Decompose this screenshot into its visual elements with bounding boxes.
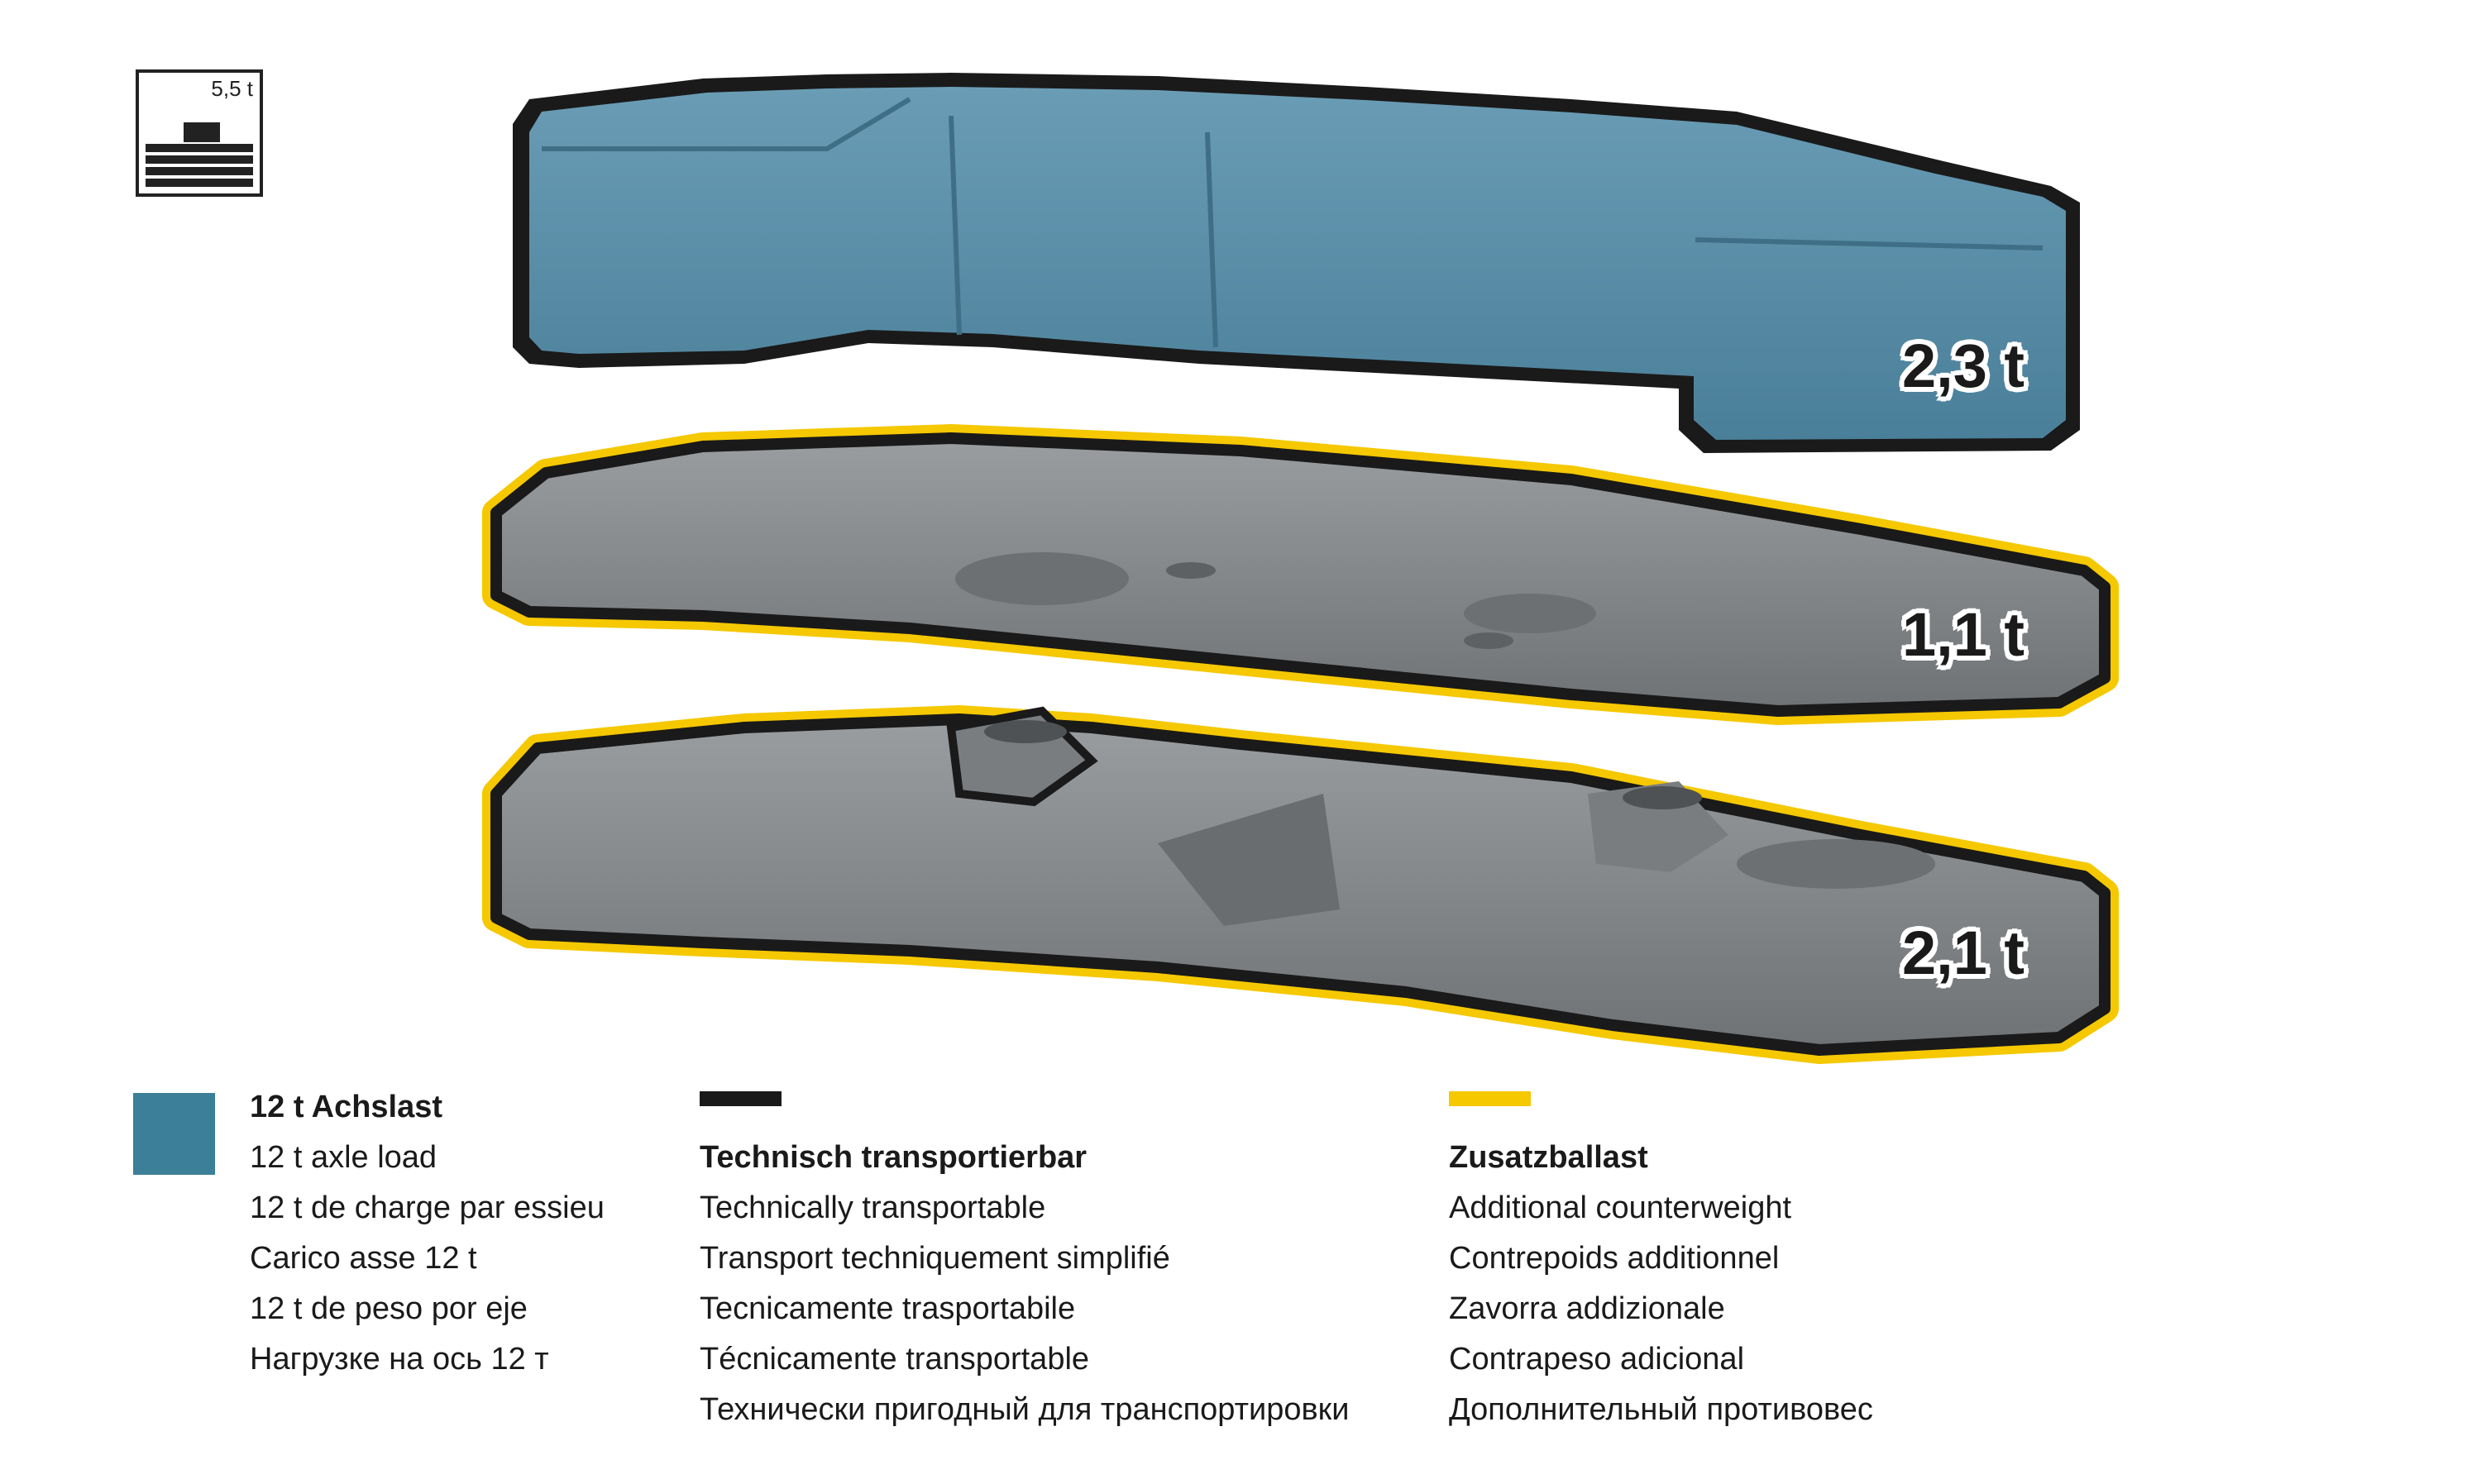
weight-label-bottom: 2,1 t <box>1902 919 2025 987</box>
axle-icon-label: 5,5 t <box>211 76 253 101</box>
counterweight-block-bottom <box>482 705 2119 1064</box>
weight-label-middle: 1,1 t <box>1902 600 2025 669</box>
legend-title: 12 t Achslast <box>250 1090 443 1124</box>
legend-line: Carico asse 12 t <box>250 1241 477 1276</box>
legend-line: Contrapeso adicional <box>1449 1342 1745 1377</box>
legend-line: Дополнительный противовес <box>1449 1392 1873 1427</box>
legend-line: Tecnicamente trasportabile <box>700 1291 1076 1326</box>
legend-line: Технически пригодный для транспортировки <box>700 1392 1350 1427</box>
axle-graphic-icon <box>146 122 253 187</box>
legend-line: 12 t axle load <box>250 1140 437 1175</box>
legend-title: Technisch transportierbar <box>700 1140 1088 1175</box>
legend-line: Additional counterweight <box>1449 1191 1792 1225</box>
legend-line: 12 t de peso por eje <box>250 1291 528 1326</box>
legend-counterweight: Zusatzballast Additional counterweight C… <box>1449 1133 1873 1435</box>
counterweight-block-middle <box>482 424 2119 725</box>
legend-line: Technically transportable <box>700 1191 1046 1225</box>
legend-line: Transport techniquement simplifié <box>700 1241 1170 1276</box>
legend-line: Нагрузке на ось 12 т <box>250 1342 549 1377</box>
axle-load-icon: 5,5 t <box>136 69 263 197</box>
legend-line: Zavorra addizionale <box>1449 1291 1725 1326</box>
counterweight-block-top <box>513 73 2080 453</box>
legend-swatch-axle <box>133 1093 215 1175</box>
weight-label-top: 2,3 t <box>1902 332 2025 400</box>
legend-line: Técnicamente transportable <box>700 1342 1090 1377</box>
legend-title: Zusatzballast <box>1449 1140 1648 1175</box>
legend-line: 12 t de charge par essieu <box>250 1191 605 1225</box>
legend-transport: Technisch transportierbar Technically tr… <box>700 1133 1350 1435</box>
legend-swatch-counterweight <box>1449 1091 1531 1106</box>
legend-swatch-transport <box>700 1091 782 1106</box>
legend-axle: 12 t Achslast 12 t axle load 12 t de cha… <box>250 1082 605 1385</box>
legend-line: Contrepoids additionnel <box>1449 1241 1780 1276</box>
